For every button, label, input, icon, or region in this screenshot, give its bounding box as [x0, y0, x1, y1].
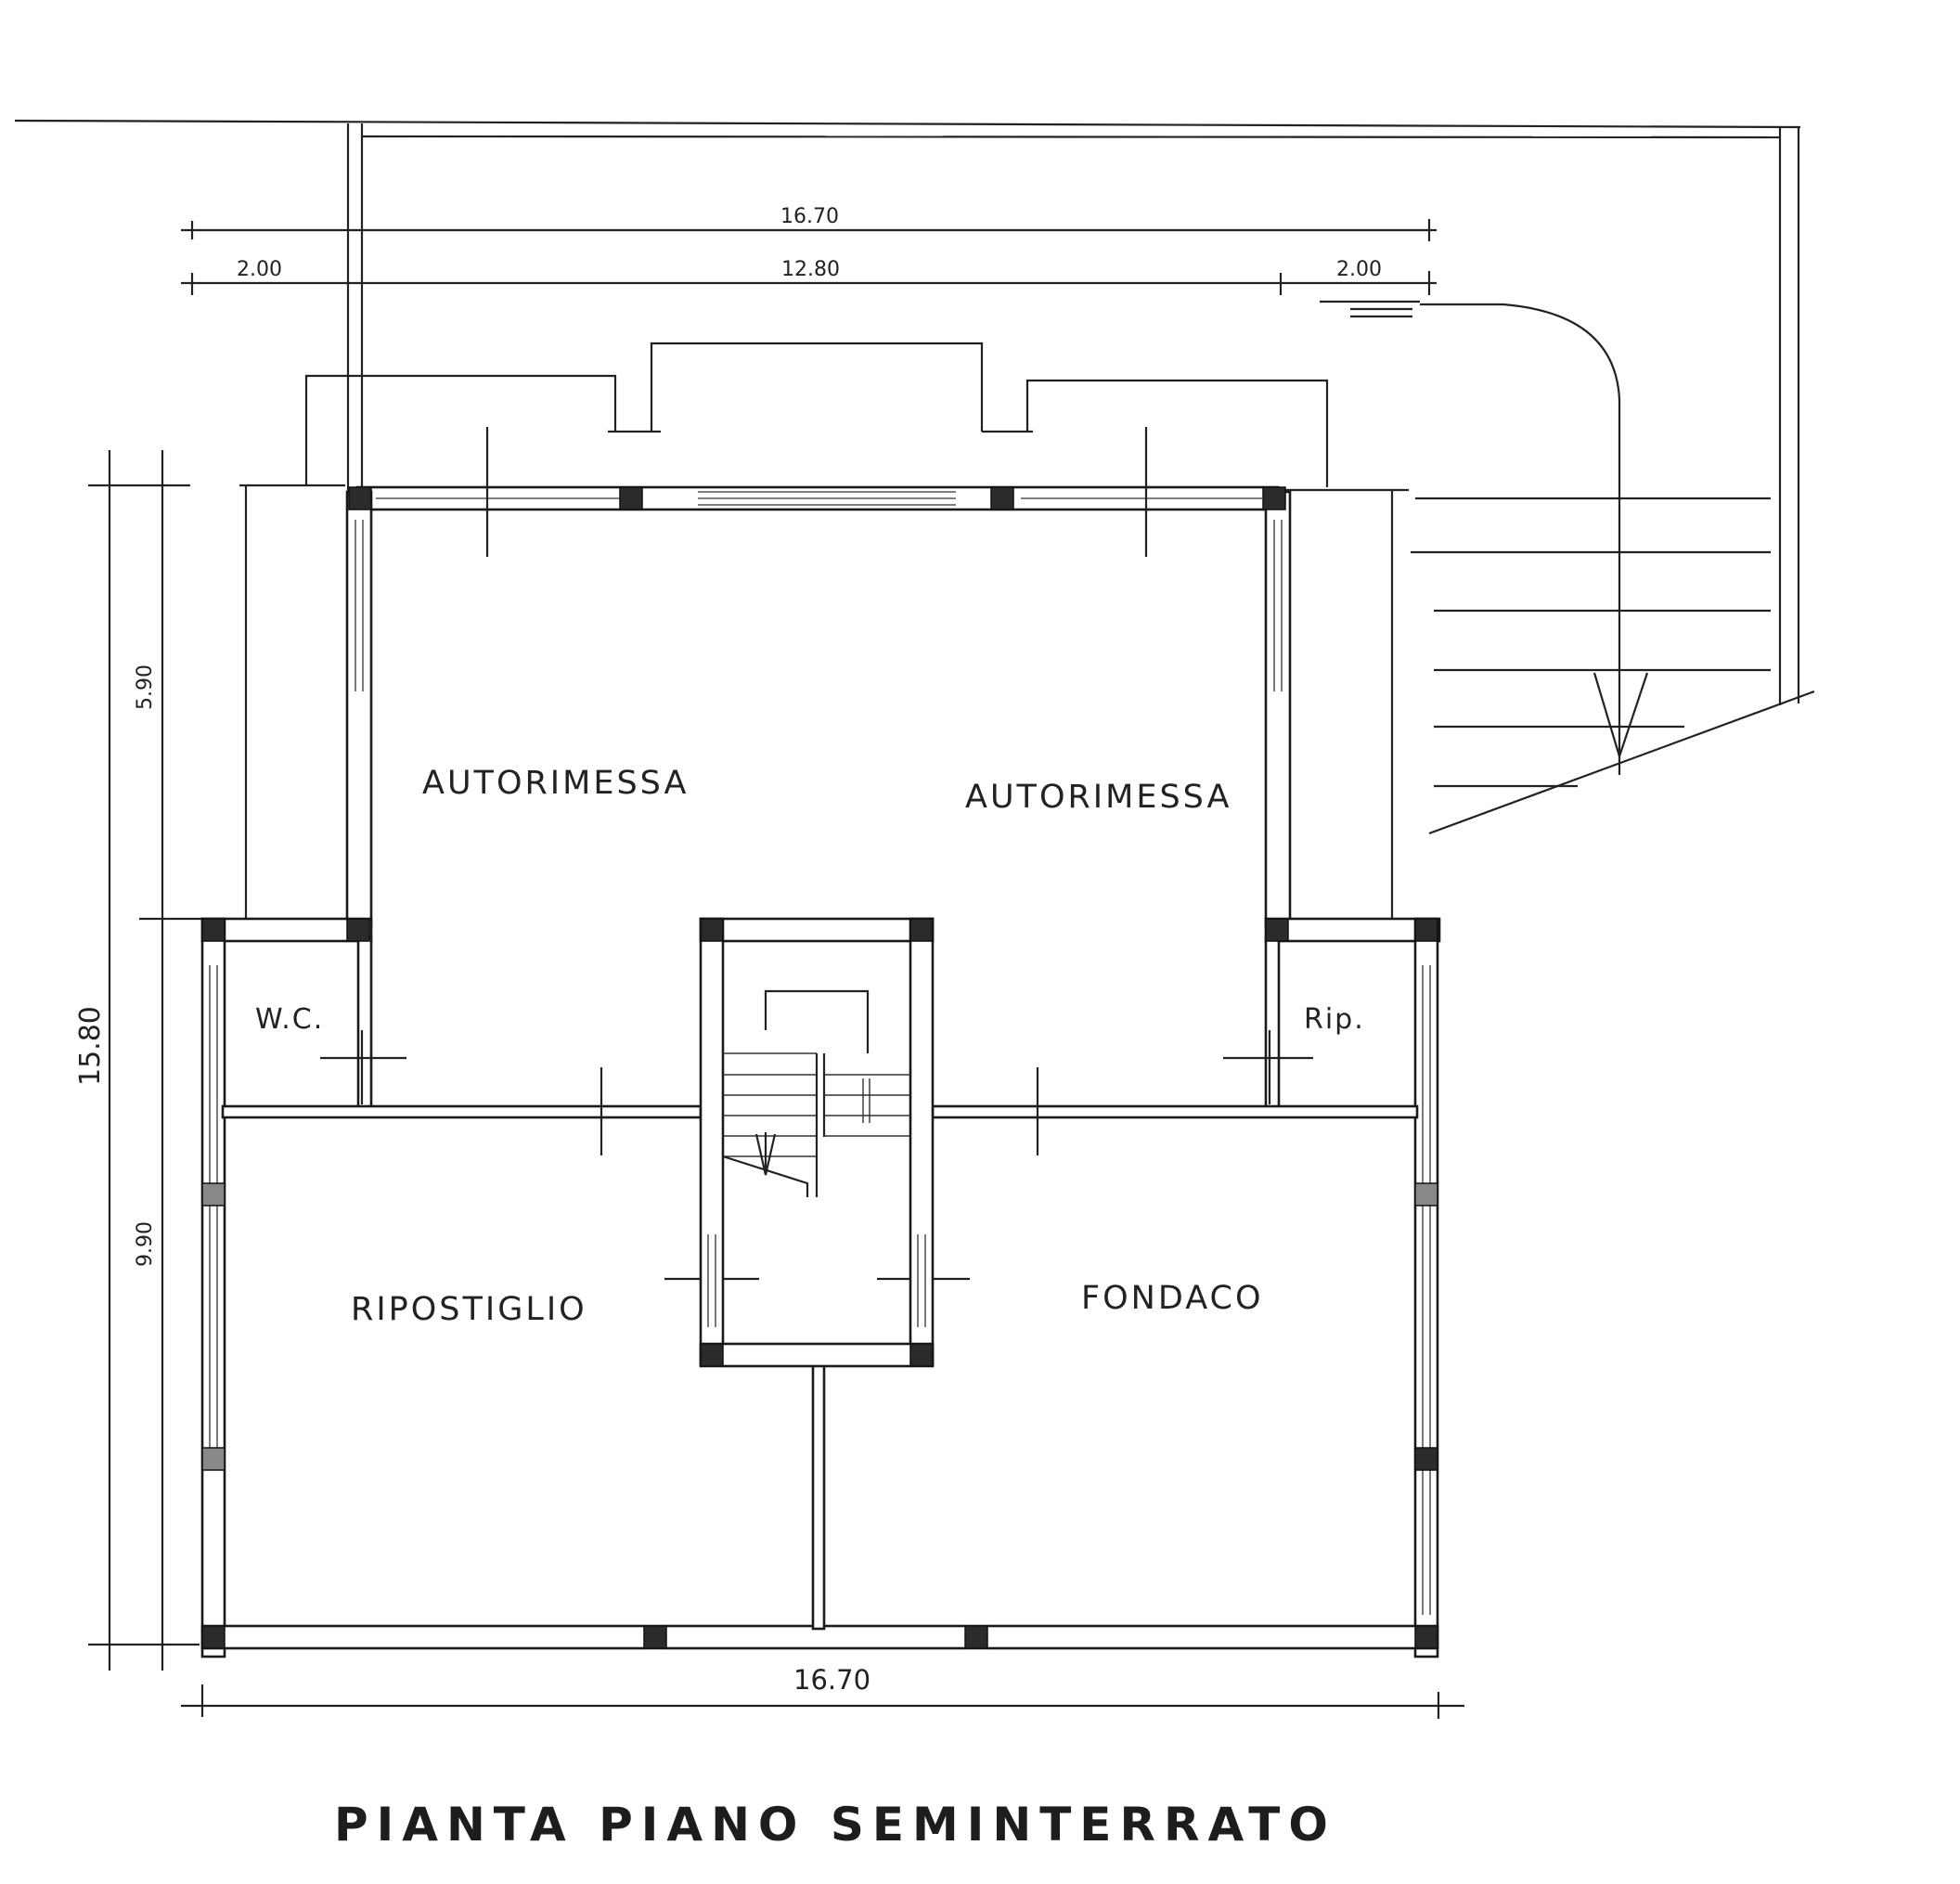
dim-top-left: 2.00 — [237, 258, 282, 281]
dim-top-right: 2.00 — [1336, 258, 1382, 281]
room-labels: AUTORIMESSA AUTORIMESSA W.C. Rip. RIPOST… — [255, 765, 1365, 1328]
pillars — [201, 486, 1438, 1649]
dim-left-upper: 5.90 — [134, 665, 157, 710]
room-label-autorimessa-right: AUTORIMESSA — [965, 779, 1231, 816]
room-label-ripostiglio: RIPOSTIGLIO — [351, 1291, 587, 1328]
left-dimensions — [88, 450, 345, 1671]
dim-top-middle: 12.80 — [781, 258, 840, 281]
building-walls — [200, 485, 1441, 1658]
room-label-fondaco: FONDACO — [1081, 1280, 1264, 1317]
dim-top-total: 16.70 — [780, 205, 839, 228]
dim-left-total: 15.80 — [74, 1006, 107, 1086]
drawing-title: PIANTA PIANO SEMINTERRATO — [334, 1798, 1336, 1852]
dim-bottom-total: 16.70 — [793, 1664, 870, 1696]
overhang-outline — [304, 342, 1329, 487]
access-ramp — [1320, 300, 1815, 835]
bottom-dimensions — [181, 1684, 1464, 1719]
room-label-autorimessa-left: AUTORIMESSA — [422, 765, 689, 802]
top-dimensions — [181, 219, 1437, 295]
dimension-labels: 16.70 2.00 12.80 2.00 15.80 5.90 9.90 16… — [74, 205, 1382, 1696]
room-label-rip: Rip. — [1304, 1003, 1365, 1036]
dim-left-lower: 9.90 — [134, 1221, 157, 1267]
door-marks — [320, 427, 1313, 1281]
room-label-wc: W.C. — [255, 1003, 324, 1036]
site-boundary — [14, 119, 1801, 705]
stair-core — [699, 917, 935, 1368]
